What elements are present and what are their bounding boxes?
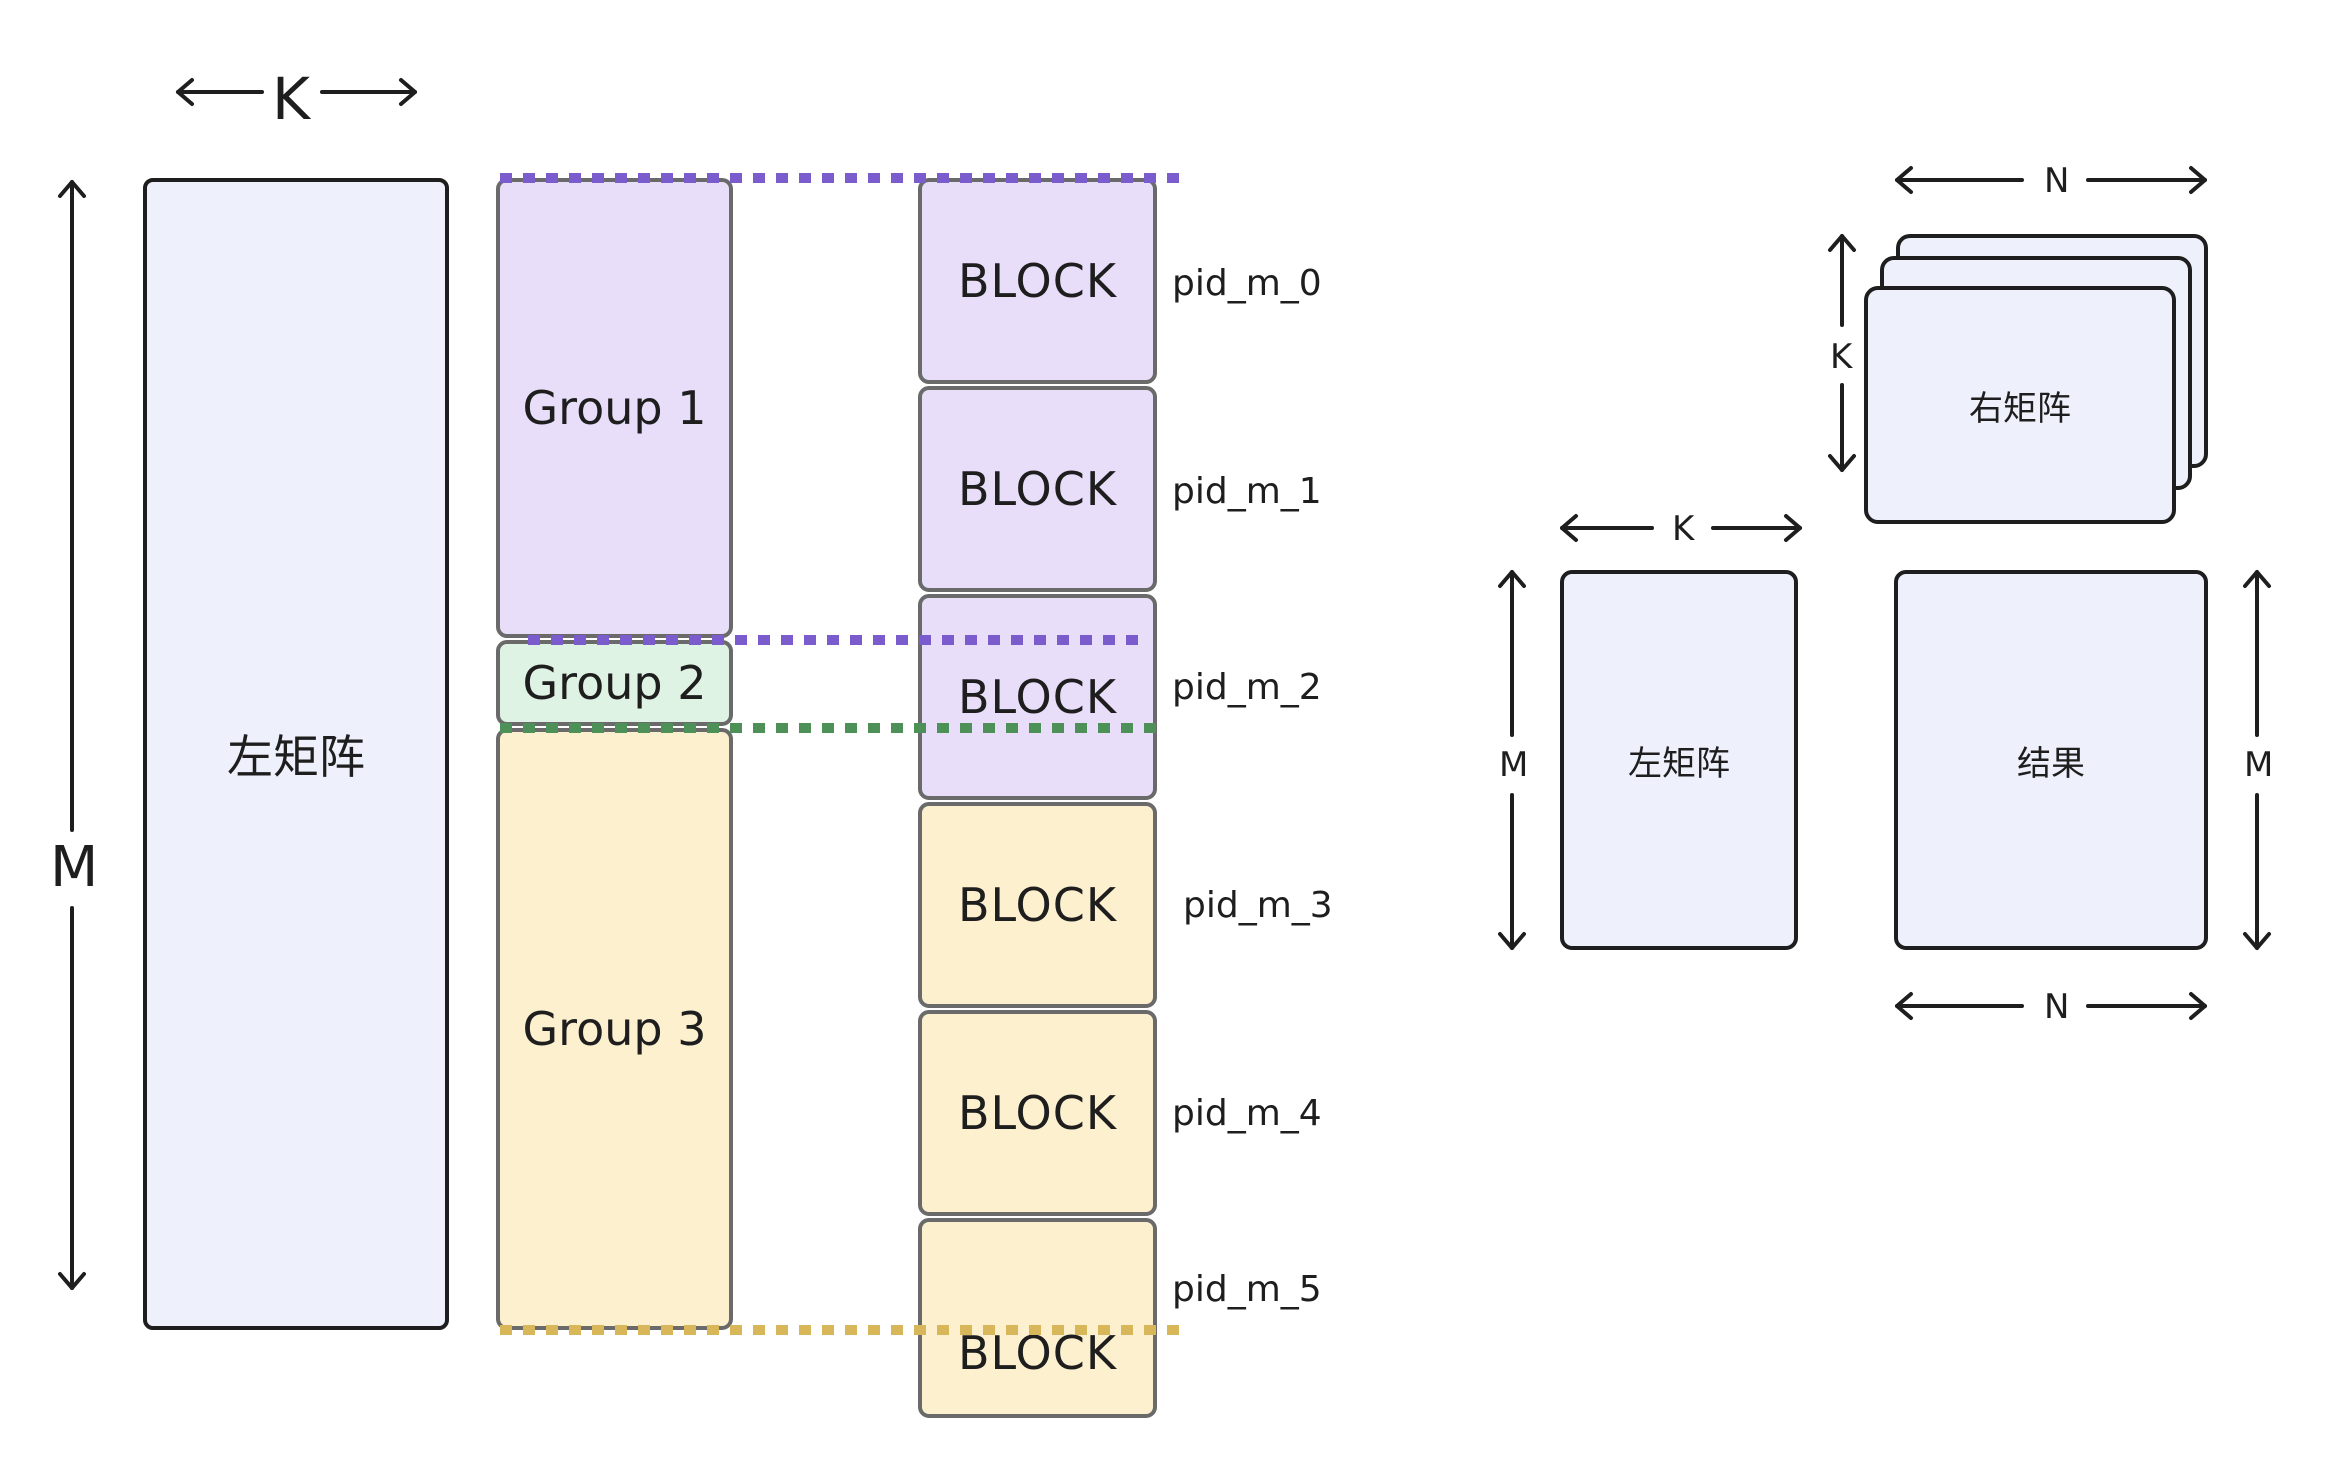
group-3: Group 3 bbox=[496, 728, 733, 1330]
left-matrix-label: 左矩阵 bbox=[227, 730, 365, 784]
block-2: BLOCK bbox=[918, 594, 1157, 800]
block-4-label: BLOCK bbox=[957, 1086, 1118, 1140]
right-matrix: 右矩阵 bbox=[1864, 286, 2176, 524]
left-matrix-tall: 左矩阵 bbox=[143, 178, 449, 1330]
left-matrix-small-label: 左矩阵 bbox=[1628, 743, 1730, 784]
right-matrix-label: 右矩阵 bbox=[1969, 388, 2071, 429]
n-dimension-arrow-bottom bbox=[1895, 992, 2207, 1020]
group-3-label: Group 3 bbox=[522, 1002, 707, 1056]
k-dimension-arrow-right-matrix bbox=[1828, 234, 1856, 472]
group-1-label: Group 1 bbox=[522, 381, 707, 435]
block-1-label: BLOCK bbox=[957, 462, 1118, 516]
m-dimension-arrow-small-right bbox=[2243, 570, 2271, 950]
m-dimension-arrow-left bbox=[58, 180, 86, 1290]
block-0: BLOCK bbox=[918, 178, 1157, 384]
block-0-label: BLOCK bbox=[957, 254, 1118, 308]
block-3-label: BLOCK bbox=[957, 878, 1118, 932]
n-label-top: N bbox=[2044, 161, 2070, 201]
n-dimension-arrow-top bbox=[1895, 166, 2207, 194]
left-matrix-small: 左矩阵 bbox=[1560, 570, 1798, 950]
group-2: Group 2 bbox=[496, 640, 733, 726]
k-label-right-matrix: K bbox=[1830, 337, 1853, 377]
block-4: BLOCK bbox=[918, 1010, 1157, 1216]
n-label-bottom: N bbox=[2044, 987, 2070, 1027]
m-label-left: M bbox=[50, 835, 99, 900]
block-3: BLOCK bbox=[918, 802, 1157, 1008]
k-dimension-arrow-left bbox=[176, 78, 417, 106]
k-label-left: K bbox=[272, 65, 311, 133]
group-2-label: Group 2 bbox=[522, 656, 707, 710]
pid-label-5: pid_m_5 bbox=[1172, 1269, 1322, 1310]
group-1: Group 1 bbox=[496, 178, 733, 638]
pid-label-4: pid_m_4 bbox=[1172, 1093, 1322, 1134]
block-1: BLOCK bbox=[918, 386, 1157, 592]
k-dimension-arrow-left-matrix bbox=[1560, 514, 1802, 542]
m-label-small-left: M bbox=[1499, 745, 1529, 785]
pid-label-1: pid_m_1 bbox=[1172, 471, 1322, 512]
pid-label-2: pid_m_2 bbox=[1172, 667, 1322, 708]
pid-label-0: pid_m_0 bbox=[1172, 263, 1322, 304]
k-label-left-matrix: K bbox=[1672, 509, 1695, 549]
m-dimension-arrow-small-left bbox=[1498, 570, 1526, 950]
result-matrix: 结果 bbox=[1894, 570, 2208, 950]
pid-label-3: pid_m_3 bbox=[1183, 885, 1333, 926]
result-matrix-label: 结果 bbox=[2017, 743, 2085, 784]
block-2-label: BLOCK bbox=[957, 670, 1118, 724]
m-label-small-right: M bbox=[2244, 745, 2274, 785]
